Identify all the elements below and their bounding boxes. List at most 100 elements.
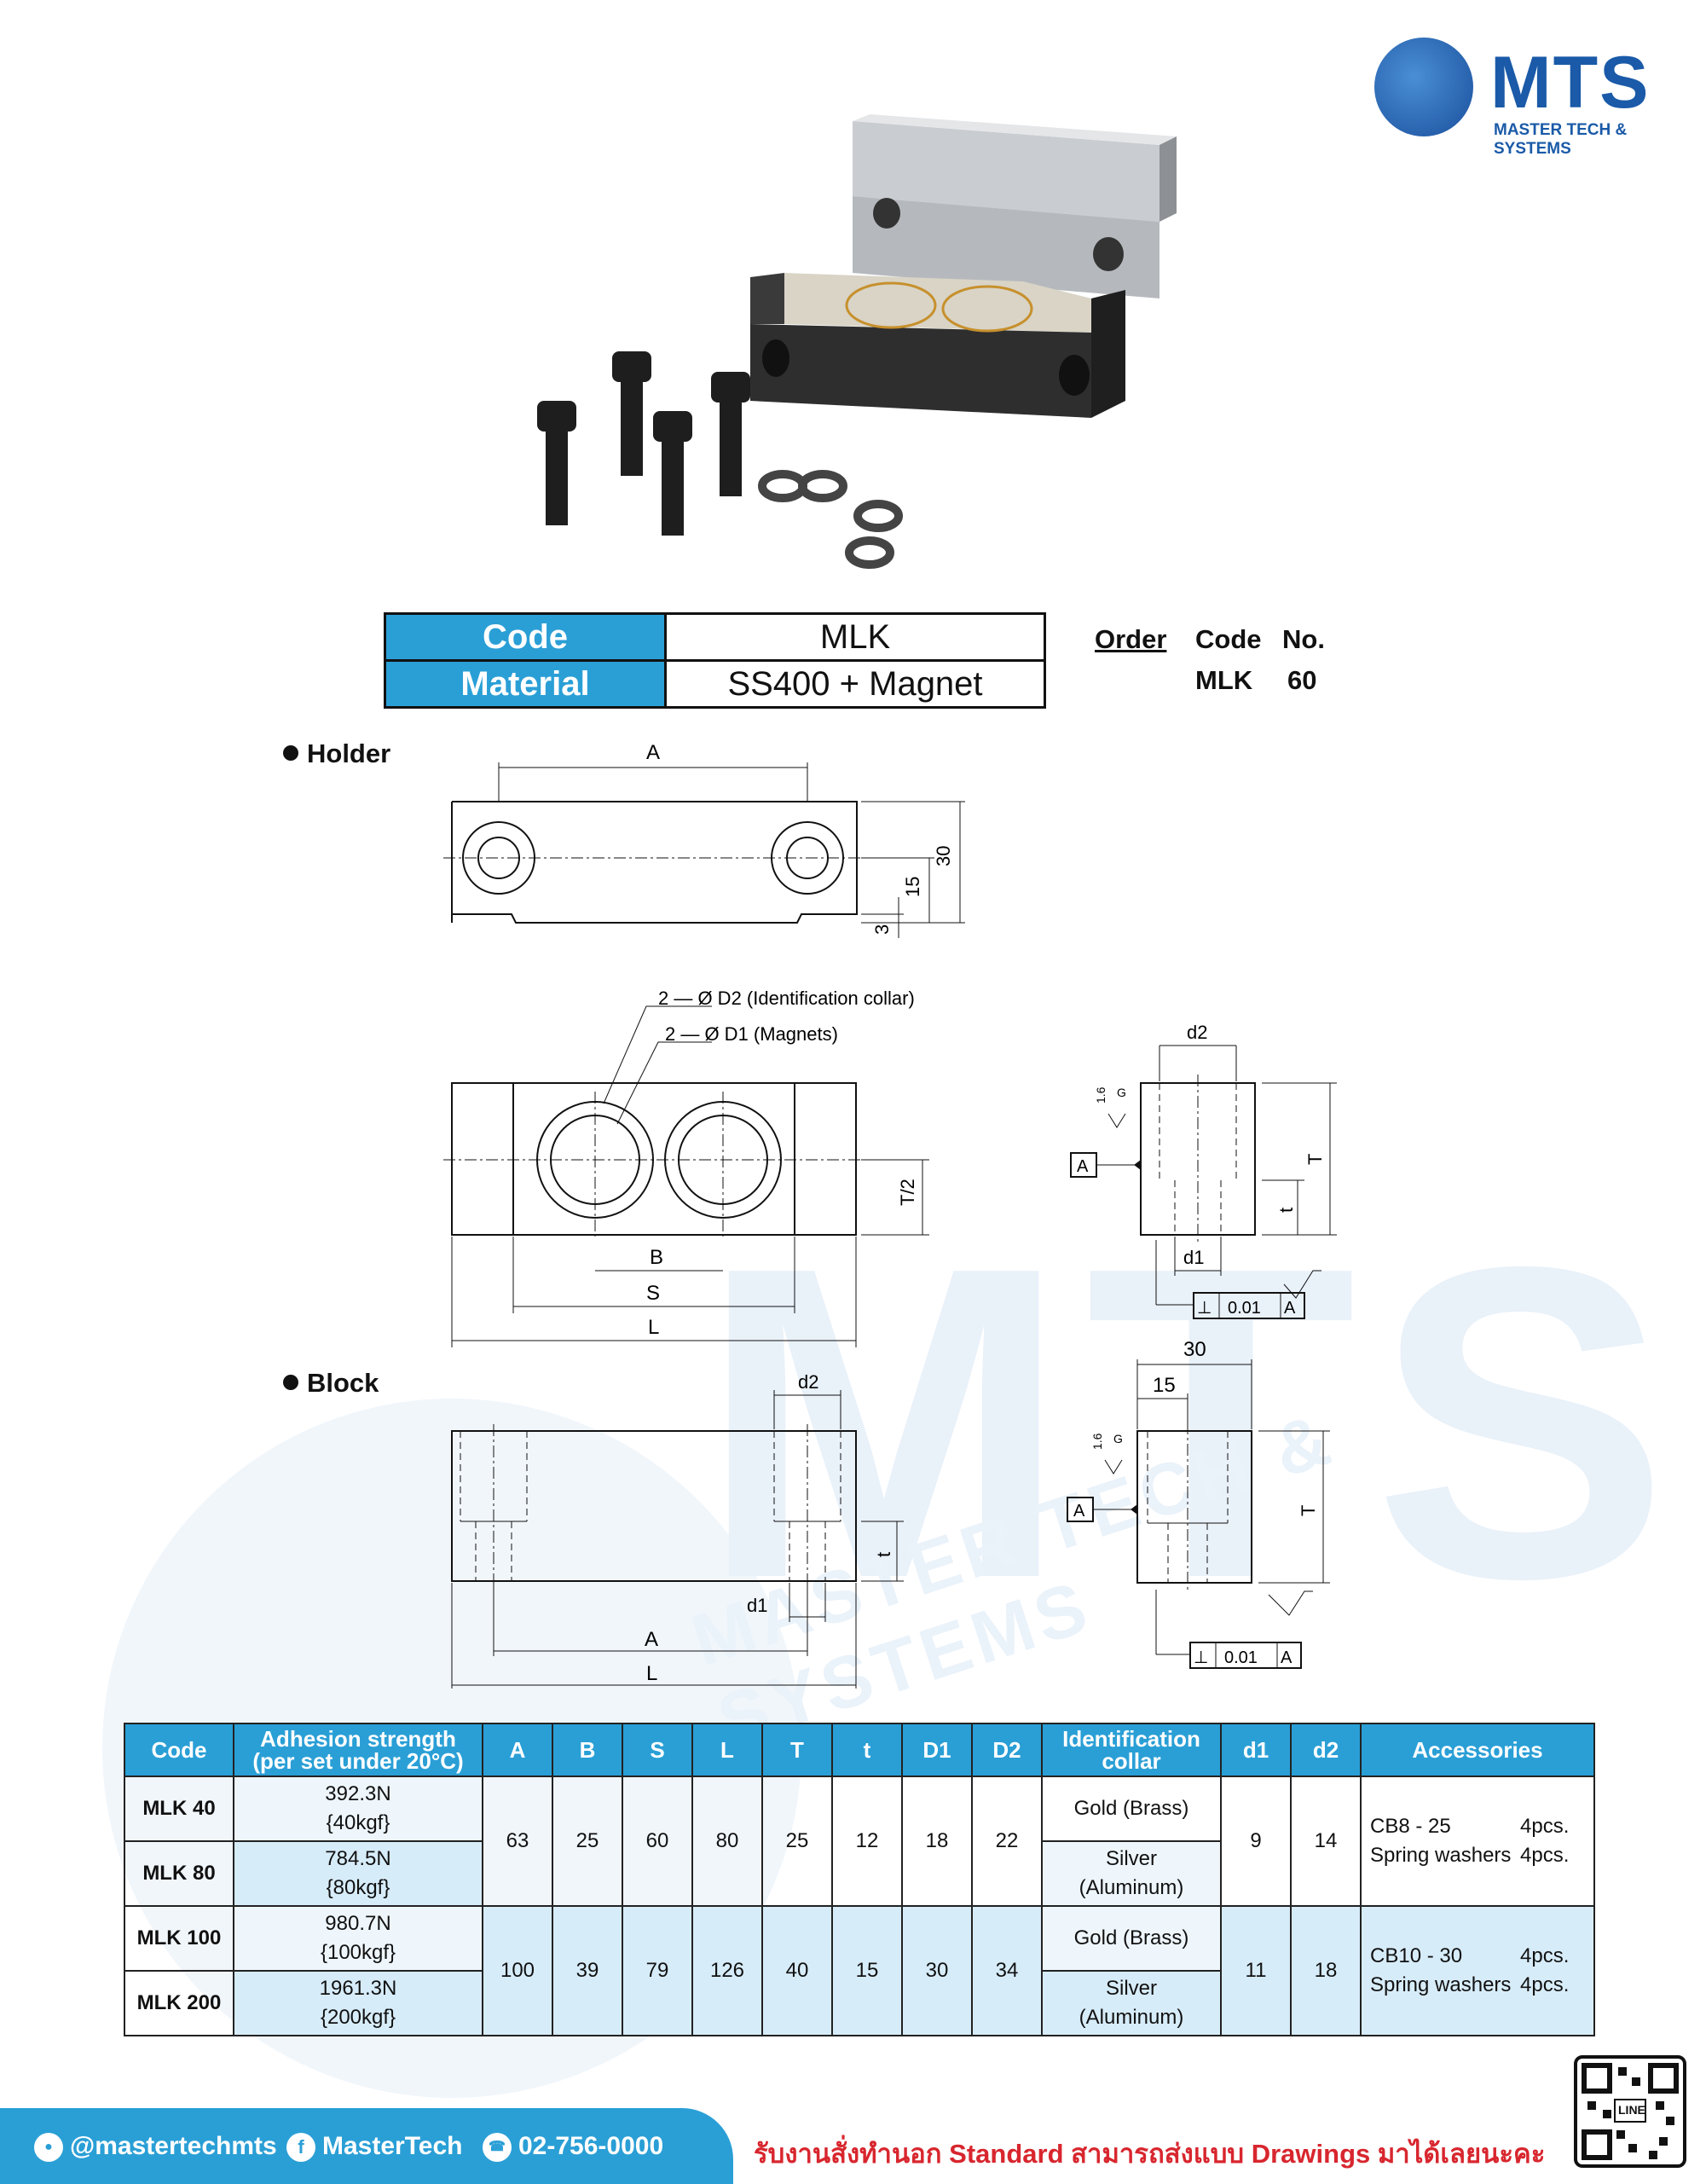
finish-label: 1.6 [1094,1086,1107,1104]
header-s: S [622,1723,693,1777]
header-code: Code [124,1723,234,1777]
spec-header-row: Code Adhesion strength(per set under 20°… [124,1723,1595,1777]
dim-label-l: L [646,1662,657,1685]
row-adhesion: 784.5N{80kgf} [233,1840,483,1907]
collar-line2: (Aluminum) [1079,2006,1184,2029]
table-row: MLK 80 784.5N{80kgf} Silver(Aluminum) [124,1840,1594,1907]
header-d1-lower: d1 [1220,1723,1292,1777]
header-t-lower: t [831,1723,903,1777]
cell-collar: Silver(Aluminum) [1041,1840,1222,1907]
order-no-label: No. [1282,624,1325,654]
dim-label-a: A [645,1628,658,1651]
brand-name: MTS [1490,42,1651,124]
force-value: 784.5N [325,1847,391,1870]
phone-icon: ☎ [483,2133,512,2163]
footer-facebook-text: MasterTech [322,2132,463,2160]
cell-collar: Silver (Aluminum) [1041,1970,1222,2036]
cell-t-upper: 40 [761,1905,833,2036]
callout-d2: 2 — Ø D2 (Identification collar) [658,988,915,1009]
footer-phone-link[interactable]: ☎02-756-0000 [483,2132,664,2163]
cell-l: 80 [691,1776,763,1907]
accessory-qty: 4pcs. [1520,1973,1570,1996]
cell-collar: Gold (Brass) [1041,1905,1222,1972]
bullet-icon [283,745,298,761]
kgf-value: {100kgf} [320,1941,396,1964]
perpendicularity-icon: ⊥ [1197,1299,1212,1318]
header-t-upper: T [761,1723,833,1777]
line-qr-code[interactable]: LINE [1574,2055,1686,2168]
cell-s: 79 [622,1905,693,2036]
footer-custom-order-text: รับงานสั่งทำนอก Standard สามารถส่งแบบ Dr… [754,2139,1546,2169]
spec-table: Code Adhesion strength(per set under 20°… [124,1723,1595,2036]
dim-label-t: T [1298,1505,1319,1516]
row-code: MLK 200 [124,1970,234,2036]
force-value: 392.3N [325,1782,391,1805]
dim-label-a: A [646,741,660,764]
cell-d1-upper: 18 [901,1776,973,1907]
dim-label-t: t [873,1552,894,1557]
block-section-title: Block [283,1368,379,1399]
dim-label-15: 15 [902,877,923,897]
accessory-qty: 4pcs. [1520,1944,1570,1967]
cell-d2-lower: 14 [1290,1776,1362,1907]
table-row: MLK 100 980.7N{100kgf} 100 39 79 126 40 … [124,1905,1595,2036]
cell-a: 100 [482,1905,553,2036]
datum-label: A [1077,1157,1089,1176]
globe-logo-icon [1374,38,1473,136]
header-accessories: Accessories [1360,1723,1595,1777]
footer-phone-text: 02-756-0000 [518,2132,664,2160]
kgf-value: {40kgf} [326,1811,390,1834]
grade-label: G [1117,1086,1126,1099]
footer-bar [0,2108,733,2184]
product-photo [537,114,1177,569]
dim-label-t-half: T/2 [897,1179,918,1206]
grade-label: G [1113,1432,1123,1445]
order-no-value: 60 [1287,665,1317,695]
accessory-item: CB8 - 25 [1370,1815,1451,1838]
dim-label-b: B [650,1246,663,1269]
header-b: B [552,1723,623,1777]
order-label: Order [1095,624,1167,654]
tolerance-datum: A [1284,1299,1296,1318]
brand-tagline: MASTER TECH & SYSTEMS [1494,121,1628,158]
datum-label: A [1073,1502,1085,1521]
force-value: 980.7N [325,1912,391,1935]
qr-icon [1582,2063,1679,2160]
row-code: MLK 100 [124,1905,234,1972]
table-row: MLK 40 392.3N{40kgf} 63 25 60 80 25 12 1… [124,1776,1595,1907]
bolt-icon [537,351,750,536]
dim-label-30: 30 [933,846,954,866]
table-row: MLK 200 1961.3N{200kgf} Silver(Aluminum) [124,1970,1594,2036]
header-d2-lower: d2 [1290,1723,1362,1777]
holder-section-title: Holder [283,739,390,769]
dim-label-30: 30 [1183,1338,1206,1361]
bullet-icon [283,1375,298,1390]
watermark-logo: MTS [699,1175,1686,1671]
code-label: Code [384,612,667,662]
code-material-table: Code MLK Material SS400 + Magnet [384,612,1046,709]
dim-label-d1: d1 [747,1595,767,1616]
order-code-value: MLK [1195,665,1253,695]
header-l: L [691,1723,763,1777]
footer-line-text: @mastertechmts [70,2132,277,2160]
cell-t-lower: 15 [831,1905,903,2036]
kgf-value: {200kgf} [320,2006,396,2029]
facebook-icon: f [286,2133,315,2163]
dim-label-s: S [646,1282,660,1305]
cell-d2-lower: 18 [1290,1905,1362,2036]
cell-d1-upper: 30 [901,1905,973,2036]
cell-a: 63 [482,1776,553,1907]
collar-line1: Silver [1105,1977,1157,2000]
accessory-qty: 4pcs. [1520,1844,1570,1867]
block-side-drawing: d2 d1 A L t [451,1371,904,1689]
header-adhesion-line1: Adhesion strength [260,1726,456,1752]
cell-d2-upper: 34 [971,1905,1043,2036]
cell-b: 25 [552,1776,623,1907]
footer-line-link[interactable]: ●@mastertechmts [34,2132,277,2163]
cell-collar: Gold (Brass) [1041,1776,1222,1842]
header-d2-upper: D2 [971,1723,1043,1777]
cell-b: 39 [552,1905,623,2036]
block-label: Block [307,1368,379,1398]
